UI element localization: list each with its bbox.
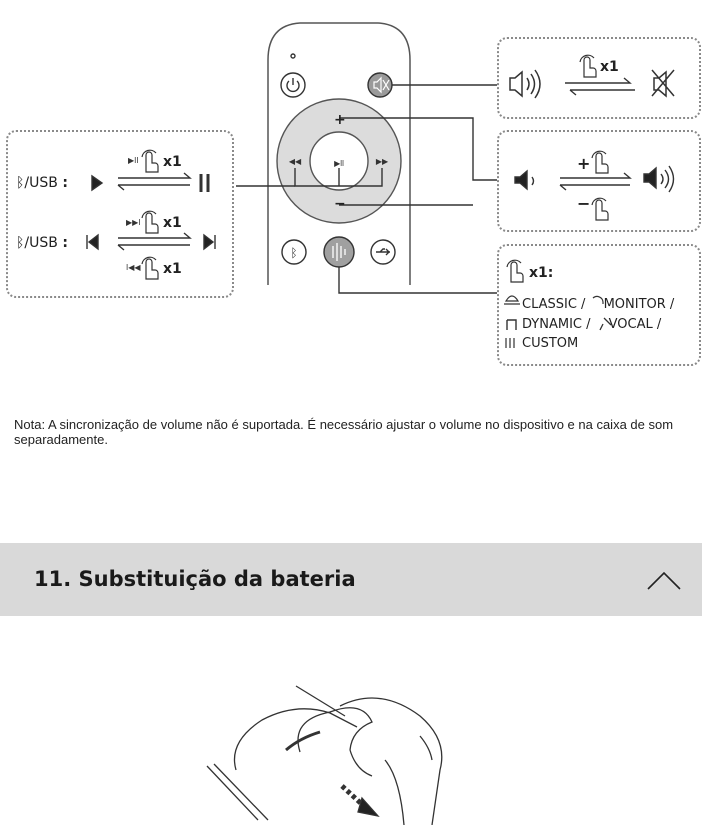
colon: : — [62, 235, 68, 251]
indicator-led — [290, 53, 296, 59]
vol-up-connector — [339, 117, 497, 181]
classic-icon — [504, 295, 520, 305]
play-pause-mini-icon: ▶II — [128, 156, 139, 165]
mode-monitor-label: MONITOR / — [603, 297, 675, 312]
mute-icon — [373, 76, 390, 94]
play-icon — [91, 174, 104, 192]
volume-box — [497, 130, 701, 232]
finger-press-icon — [141, 149, 159, 173]
eq-mode-box — [497, 244, 701, 366]
battery-replacement-illustration — [0, 660, 702, 826]
vocal-icon — [599, 317, 612, 331]
bluetooth-icon: ᛒ — [290, 246, 297, 260]
eq-connector — [338, 267, 497, 294]
slide-arrow-head — [357, 796, 380, 818]
mute-box — [497, 37, 701, 119]
hand-outline — [339, 697, 443, 826]
finger-press-icon — [506, 259, 524, 283]
press-count-label: x1 — [163, 261, 182, 277]
cover-grip — [285, 730, 321, 752]
dpad-minus-label: − — [334, 196, 346, 212]
remote-diagram: ▶ll ◀◀ ▶▶ ᛒ — [86, 22, 675, 348]
monitor-icon — [592, 295, 604, 304]
custom-icon — [505, 338, 515, 348]
mode-classic-label: CLASSIC / — [522, 297, 590, 312]
power-icon — [286, 78, 300, 93]
remote-body — [267, 22, 411, 285]
section-header[interactable]: 11. Substituição da bateria — [0, 543, 702, 616]
eq-press-label: x1: — [529, 265, 553, 281]
press-count-label: x1 — [163, 215, 182, 231]
transport-bracket — [294, 168, 383, 187]
arrow-mute — [565, 77, 635, 96]
slide-arrow — [340, 784, 368, 810]
colon: : — [547, 265, 554, 281]
remote-edge — [295, 685, 346, 717]
hand-outline — [419, 735, 433, 761]
eq-mode-button[interactable] — [323, 236, 355, 268]
mute-button[interactable] — [367, 72, 393, 98]
hand-outline — [349, 749, 373, 777]
eq-mode-line-1: CLASSIC / MONITOR / — [522, 297, 674, 313]
dynamic-icon — [506, 319, 517, 330]
speaker-muted-icon — [651, 69, 675, 98]
finger-press-icon — [141, 210, 159, 234]
remote-control-figure: ▶ll ◀◀ ▶▶ ᛒ — [0, 0, 702, 400]
bluetooth-symbol: ᛒ — [16, 235, 25, 251]
play-pause-button[interactable] — [309, 131, 369, 191]
arrow-volume — [559, 172, 632, 191]
prev-icon: ◀◀ — [289, 157, 302, 166]
next-track-icon — [203, 233, 216, 251]
mode-vocal-label: VOCAL / — [608, 317, 662, 332]
speaker-high-icon — [643, 165, 675, 193]
next-icon: ▶▶ — [376, 157, 389, 166]
minus-label: − — [577, 194, 591, 213]
hand-outline — [384, 759, 405, 826]
hand-on-remote-drawing — [206, 685, 443, 826]
remote-edge — [206, 765, 259, 821]
prev-mini-icon: I◀◀ — [126, 263, 141, 272]
bt-usb-row-play: ᛒ/USB : — [16, 175, 68, 191]
arrow-skip — [117, 232, 192, 251]
bluetooth-symbol: ᛒ — [16, 175, 25, 191]
prev-track-icon — [86, 233, 99, 251]
bt-usb-label: /USB — [24, 235, 58, 251]
plus-label: + — [577, 154, 591, 173]
finger-press-icon — [141, 256, 159, 280]
section-title: 11. Substituição da bateria — [34, 567, 356, 591]
eq-mode-line-3: CUSTOM — [522, 336, 578, 352]
usb-button[interactable] — [370, 239, 396, 265]
chevron-up-icon[interactable] — [646, 565, 682, 595]
finger-press-icon — [591, 150, 609, 174]
bluetooth-button[interactable] — [281, 239, 307, 265]
volume-sync-note: Nota: A sincronização de volume não é su… — [14, 417, 674, 447]
dpad-plus-label: + — [334, 112, 346, 128]
finger-press-icon — [579, 54, 597, 78]
next-mini-icon: ▶▶I — [126, 218, 141, 227]
transport-box — [6, 130, 234, 298]
colon: : — [62, 175, 68, 191]
arrow-play — [117, 172, 192, 191]
finger-press-icon — [591, 197, 609, 221]
bt-usb-label: /USB — [24, 175, 58, 191]
mode-dynamic-label: DYNAMIC / — [522, 317, 595, 332]
press-count-label: x1 — [529, 265, 548, 281]
speaker-on-icon — [509, 69, 541, 99]
pause-icon — [199, 174, 210, 192]
eq-mode-line-2: DYNAMIC / VOCAL / — [522, 317, 661, 333]
thumb — [297, 707, 373, 753]
mode-custom-label: CUSTOM — [522, 336, 579, 351]
press-count-label: x1 — [600, 59, 619, 75]
bt-usb-row-skip: ᛒ/USB : — [16, 235, 68, 251]
usb-icon — [376, 248, 390, 256]
battery-cover — [233, 708, 358, 771]
power-button[interactable] — [280, 72, 306, 98]
speaker-low-icon — [514, 169, 535, 191]
play-pause-icon: ▶ll — [334, 159, 344, 168]
press-count-label: x1 — [163, 154, 182, 170]
remote-edge — [213, 763, 269, 821]
eq-icon — [332, 243, 346, 261]
